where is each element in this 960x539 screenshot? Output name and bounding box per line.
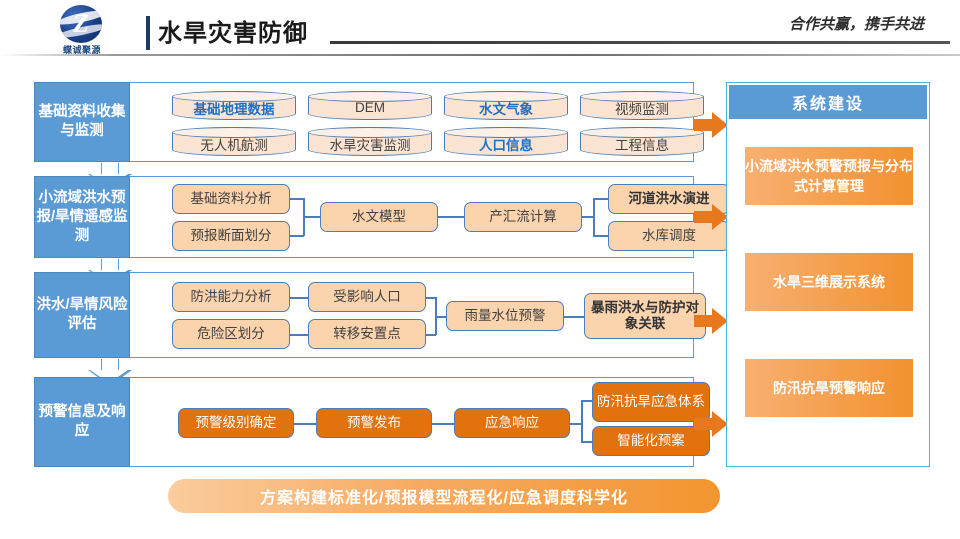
connector <box>438 216 464 218</box>
node-population-info[interactable]: 人口信息 <box>443 126 569 156</box>
connector <box>593 235 608 237</box>
stage-row-3: 洪水/旱情风险评估 防洪能力分析 危险区划分 受影响人口 转移安置点 雨量水位预… <box>34 272 706 358</box>
stage-label-2: 小流域洪水预报/旱情遥感监测 <box>34 176 130 258</box>
node-dem[interactable]: DEM <box>307 90 433 120</box>
node-rain-water-level-warning[interactable]: 雨量水位预警 <box>446 301 564 331</box>
node-storm-flood-protection-link[interactable]: 暴雨洪水与防护对象关联 <box>584 293 706 339</box>
node-flood-control-capacity[interactable]: 防洪能力分析 <box>172 282 290 312</box>
stage-out-arrow-2 <box>694 204 728 230</box>
arrow-head <box>712 411 728 437</box>
stage-label-1: 基础资料收集与监测 <box>34 82 130 162</box>
node-video-monitoring[interactable]: 视频监测 <box>579 90 705 120</box>
logo-emblem-icon: Z <box>60 5 102 43</box>
arrow-shaft <box>101 259 119 272</box>
node-flood-drought-monitoring[interactable]: 水旱灾害监测 <box>307 126 433 156</box>
system-panel-title: 系统建设 <box>729 85 927 119</box>
cylinder-lid <box>171 90 297 102</box>
connector <box>593 198 608 200</box>
company-logo: Z 蝶诚聚源 <box>46 5 118 57</box>
connector <box>570 423 582 425</box>
connector <box>564 316 584 318</box>
node-warning-level-determination[interactable]: 预警级别确定 <box>178 408 294 438</box>
logo-wordmark: 蝶诚聚源 <box>62 45 101 55</box>
node-runoff-calculation[interactable]: 产汇流计算 <box>464 202 582 232</box>
arrow-shaft <box>694 418 714 430</box>
connector <box>581 441 593 443</box>
stage-label-4: 预警信息及响应 <box>34 377 130 467</box>
cylinder-lid <box>171 126 297 138</box>
node-affected-population[interactable]: 受影响人口 <box>308 282 426 312</box>
node-engineering-info[interactable]: 工程信息 <box>579 126 705 156</box>
stage-row-1: 基础资料收集与监测 基础地理数据 DEM 水文气象 视频监测 无人机航测 <box>34 82 705 162</box>
arrow-shaft <box>694 119 714 131</box>
title-accent-bar <box>146 16 150 50</box>
connector <box>290 334 308 336</box>
cylinder-lid <box>579 126 705 138</box>
node-basic-data-analysis[interactable]: 基础资料分析 <box>172 184 290 214</box>
arrow-shaft <box>101 163 119 176</box>
stage-label-3: 洪水/旱情风险评估 <box>34 272 130 358</box>
node-flood-drought-emergency-system[interactable]: 防汛抗旱应急体系 <box>592 382 710 422</box>
node-hazard-zoning[interactable]: 危险区划分 <box>172 319 290 349</box>
arrow-shaft <box>694 315 714 327</box>
connector <box>581 400 593 402</box>
cylinder-lid <box>443 90 569 102</box>
cylinder-lid <box>307 90 433 102</box>
connector <box>303 216 320 218</box>
title-rule <box>330 41 950 44</box>
stage-row-2: 小流域洪水预报/旱情遥感监测 基础资料分析 预报断面划分 水文模型 产汇流计算 … <box>34 176 730 258</box>
page-title: 水旱灾害防御 <box>158 20 308 47</box>
connector <box>290 235 304 237</box>
cylinder-lid <box>443 126 569 138</box>
system-item-small-basin-forecast[interactable]: 小流域洪水预警预报与分布式计算管理 <box>745 147 913 205</box>
node-uav-survey[interactable]: 无人机航测 <box>171 126 297 156</box>
stage-out-arrow-3 <box>694 308 728 334</box>
connector <box>290 198 304 200</box>
logo-letter: Z <box>73 9 89 38</box>
connector <box>426 334 436 336</box>
arrow-shaft <box>694 211 714 223</box>
stage-out-arrow-4 <box>694 411 728 437</box>
system-construction-panel: 系统建设 小流域洪水预警预报与分布式计算管理 水旱三维展示系统 防汛抗旱预警响应 <box>726 82 930 467</box>
connector <box>593 198 595 236</box>
connector <box>581 400 583 442</box>
tagline: 合作共赢，携手共进 <box>788 16 924 33</box>
stage-row-4: 预警信息及响应 预警级别确定 预警发布 应急响应 防汛抗旱应急体系 智能化预案 <box>34 377 710 467</box>
node-basic-geo-data[interactable]: 基础地理数据 <box>171 90 297 120</box>
node-hydrologic-model[interactable]: 水文模型 <box>320 202 438 232</box>
system-item-warning-response[interactable]: 防汛抗旱预警响应 <box>745 359 913 417</box>
node-emergency-response[interactable]: 应急响应 <box>454 408 570 438</box>
cylinder-lid <box>579 90 705 102</box>
stage-body-3: 防洪能力分析 危险区划分 受影响人口 转移安置点 雨量水位预警 暴雨洪水与防护对… <box>130 272 706 358</box>
cylinder-lid <box>307 126 433 138</box>
arrow-head <box>712 308 728 334</box>
arrow-head <box>712 204 728 230</box>
connector <box>582 216 594 218</box>
stage-out-arrow-1 <box>694 112 728 138</box>
summary-banner: 方案构建标准化/预报模型流程化/应急调度科学化 <box>168 479 720 513</box>
system-item-3d-display[interactable]: 水旱三维展示系统 <box>745 253 913 311</box>
connector <box>290 297 308 299</box>
node-relocation-site[interactable]: 转移安置点 <box>308 319 426 349</box>
connector <box>432 423 454 425</box>
node-hydro-meteorology[interactable]: 水文气象 <box>443 90 569 120</box>
stage-body-1: 基础地理数据 DEM 水文气象 视频监测 无人机航测 水旱灾害监测 <box>130 82 705 162</box>
arrow-head <box>712 112 728 138</box>
connector <box>294 423 316 425</box>
stage-body-4: 预警级别确定 预警发布 应急响应 防汛抗旱应急体系 智能化预案 <box>130 377 710 467</box>
slide-header: Z 蝶诚聚源 水旱灾害防御 合作共赢，携手共进 <box>0 0 960 62</box>
node-intelligent-plan[interactable]: 智能化预案 <box>592 426 710 456</box>
connector <box>426 297 436 299</box>
arrow-shaft <box>101 359 119 372</box>
connector <box>435 316 446 318</box>
node-warning-release[interactable]: 预警发布 <box>316 408 432 438</box>
header-divider <box>0 54 960 56</box>
node-forecast-section-division[interactable]: 预报断面划分 <box>172 221 290 251</box>
stage-body-2: 基础资料分析 预报断面划分 水文模型 产汇流计算 河道洪水演进 水库调度 <box>130 176 730 258</box>
